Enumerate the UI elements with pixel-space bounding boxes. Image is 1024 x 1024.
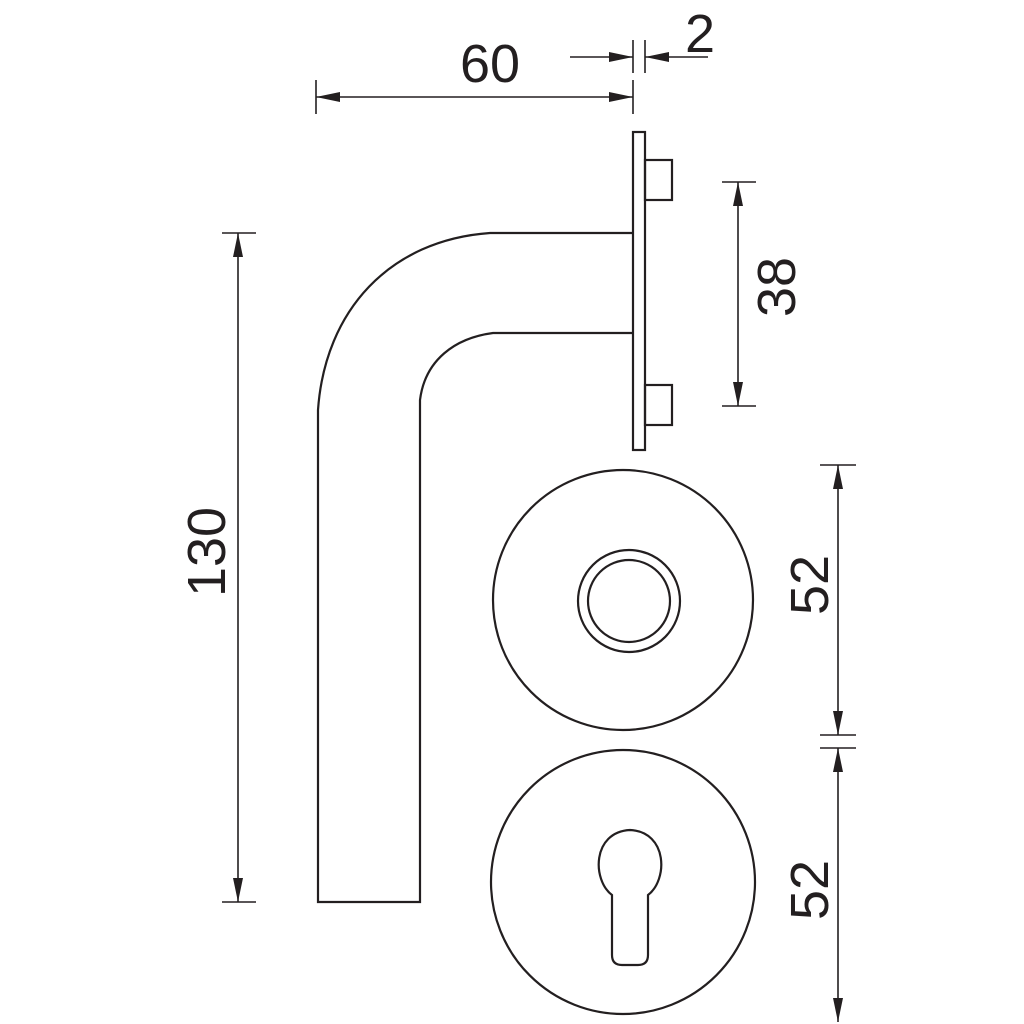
dimension-label: 38 (747, 257, 807, 317)
dimension-label: 52 (780, 555, 840, 615)
dimension-52-bottom: 52 (780, 747, 856, 1022)
profile-cylinder-escutcheon (489, 748, 757, 1016)
rose-plate (631, 130, 647, 452)
dimension-label: 52 (780, 860, 840, 920)
dimension-label: 130 (177, 507, 237, 597)
keyhole-icon (597, 828, 663, 967)
dimension-38: 38 (722, 181, 807, 407)
round-escutcheon (491, 468, 755, 732)
dimension-2: 2 (570, 4, 715, 73)
fixing-lug-top (643, 158, 674, 202)
dimension-60: 60 (315, 34, 634, 114)
fixing-lug-bottom (643, 383, 674, 427)
lever-handle (316, 231, 633, 904)
dimension-label: 2 (685, 4, 715, 64)
dimension-label: 60 (460, 34, 520, 94)
dimension-130: 130 (177, 232, 256, 903)
dimension-52-top: 52 (780, 464, 856, 736)
